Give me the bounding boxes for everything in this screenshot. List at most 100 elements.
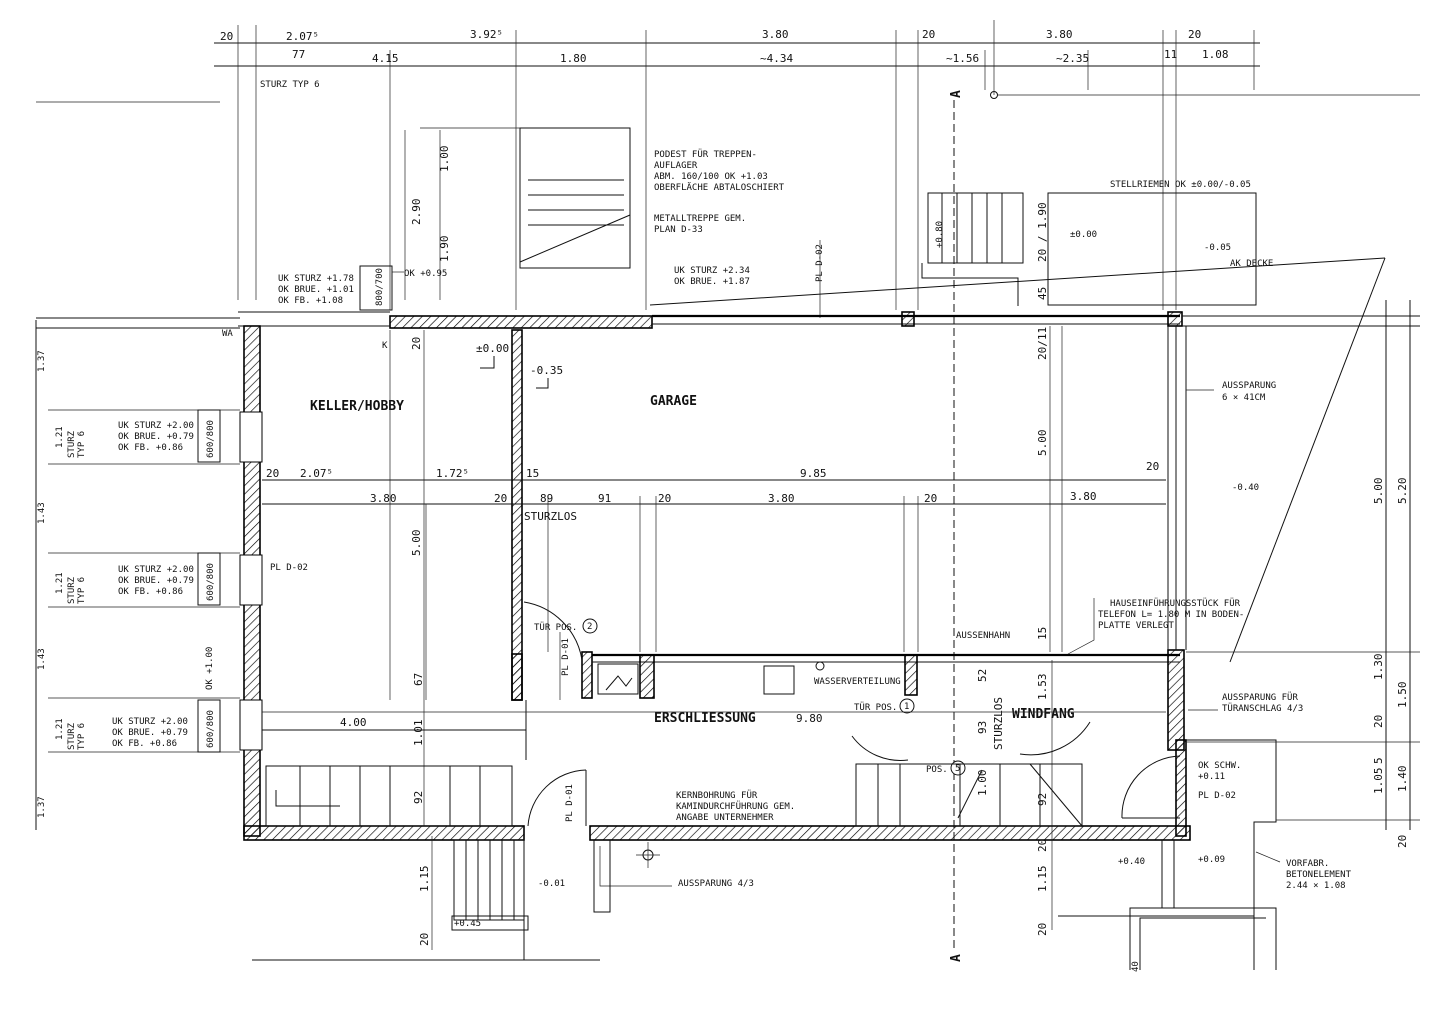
vdim: 1.15: [418, 866, 431, 893]
vorfabr-note: VORFABR.: [1286, 859, 1329, 869]
tuer-pos-label: TÜR POS.: [854, 702, 897, 713]
level-label: -0.40: [1232, 483, 1259, 493]
hdim-980: 9.80: [796, 712, 823, 725]
vdim: +0.80: [935, 221, 945, 248]
far-vdim: 1.50: [1396, 682, 1409, 709]
top-dimension-chain: 20 2.07⁵ 3.92⁵ 3.80 20 3.80 20 77 4.15 1…: [36, 25, 1260, 310]
ok-label: OK +0.95: [404, 269, 447, 279]
typ6-label: STURZ: [67, 722, 77, 750]
far-vdim: 20: [1372, 715, 1385, 728]
top-dim-text: 4.15: [372, 52, 399, 65]
hauseinfuehrung-note: TELEFON L= 1.80 M IN BODEN-: [1098, 610, 1244, 620]
vdim: 2.90: [410, 199, 423, 226]
hauseinfuehrung-note: PLATTE VERLEGT: [1098, 621, 1174, 631]
far-vdim: 1.05: [1372, 768, 1385, 795]
tuer-pos-number: 1: [904, 702, 909, 712]
top-annotations: STURZ TYP 6 1.00 2.90 1.90 PODEST FÜR TR…: [260, 80, 1386, 663]
room-erschliessung-label: ERSCHLIESSUNG: [654, 711, 756, 726]
pl-d01-label: PL D-01: [561, 638, 571, 676]
vdim: 1.15: [1036, 866, 1049, 893]
windfang-notes: HAUSEINFÜHRUNGSSTÜCK FÜR TELEFON L= 1.80…: [956, 598, 1303, 970]
aussparung-top-note: AUSSPARUNG: [1222, 381, 1276, 391]
metalltreppe-note: PLAN D-33: [654, 225, 703, 235]
top-dim-text: 11: [1164, 48, 1177, 61]
window-note: UK STURZ +2.00: [118, 421, 194, 431]
vdim: 92: [412, 791, 425, 804]
section-marker-top: A: [949, 90, 964, 98]
window-size: 800/700: [375, 268, 385, 306]
podest-note-line: PODEST FÜR TREPPEN-: [654, 149, 757, 160]
window-note: OK BRUE. +0.79: [118, 576, 194, 586]
typ6-label: TYP 6: [77, 723, 87, 750]
far-vdim: 5.00: [1372, 478, 1385, 505]
uk-sturz-note: OK FB. +1.08: [278, 296, 343, 306]
ok-schw-value: +0.11: [1198, 772, 1225, 782]
inner-dim: 3.80: [370, 492, 397, 505]
ok-100-label: OK +1.00: [205, 647, 215, 690]
typ6-label: 1.21: [55, 426, 65, 448]
inner-dim: 15: [526, 467, 539, 480]
vdim: 5.00: [1036, 430, 1049, 457]
room-garage-label: GARAGE: [650, 394, 697, 409]
bottom-notes: KERNBOHRUNG FÜR KAMINDURCHFÜHRUNG GEM. A…: [252, 790, 1352, 972]
window-note: OK FB. +0.86: [118, 443, 183, 453]
top-dim-text: 3.80: [762, 28, 789, 41]
vdim: 45: [1036, 287, 1049, 300]
inner-dim: 91: [598, 492, 611, 505]
inner-dim: 9.85: [800, 467, 827, 480]
inner-dim: 3.80: [768, 492, 795, 505]
stellriemen-note: STELLRIEMEN OK ±0.00/-0.05: [1110, 180, 1251, 190]
top-dim-text: 77: [292, 48, 305, 61]
podest-note-line: ABM. 160/100 OK +1.03: [654, 172, 768, 182]
hdim-400: 4.00: [340, 716, 367, 729]
far-vdim: 5.20: [1396, 478, 1409, 505]
aussenhahn-label: AUSSENHAHN: [956, 631, 1010, 641]
level-markers: ±0.00 -0.35 WA K AUSSPARUNG 6 × 41CM -0.…: [222, 329, 1276, 573]
window-size: 600/800: [206, 710, 216, 748]
kernbohrung-note: ANGABE UNTERNEHMER: [676, 813, 774, 823]
window-note: OK BRUE. +0.79: [112, 728, 188, 738]
inner-dimensions: 20 2.07⁵ 1.72⁵ 15 9.85 20 3.80 20 89 91 …: [262, 326, 1166, 950]
far-vdim: 1.30: [1372, 654, 1385, 681]
tuer-pos-number: 2: [587, 622, 592, 632]
inner-dim: 89: [540, 492, 553, 505]
left-vdim: 1.43: [37, 502, 47, 524]
inner-dim: 20: [1146, 460, 1159, 473]
vdim: 20: [1036, 839, 1049, 852]
left-vdim: 1.37: [37, 350, 47, 372]
vdim: 1.01: [412, 720, 425, 747]
top-dim-text: ~4.34: [760, 52, 793, 65]
inner-dim: 20: [266, 467, 279, 480]
top-dim-text: 20: [1188, 28, 1201, 41]
inner-dim: 1.72⁵: [436, 467, 469, 480]
sturzlos-label: STURZLOS: [524, 510, 577, 523]
wa-label: WA: [222, 329, 233, 339]
aussparung-bottom-note: AUSSPARUNG 4/3: [678, 879, 754, 889]
podest-note-line: OBERFLÄCHE ABTALOSCHIERT: [654, 182, 785, 193]
vdim: 1.00: [976, 770, 989, 797]
level-label: +0.40: [1118, 857, 1145, 867]
wall-top-left: [389, 315, 653, 329]
typ6-label: 1.21: [55, 718, 65, 740]
inner-dim: 3.80: [1070, 490, 1097, 503]
section-line-a: A A: [949, 20, 1420, 962]
wall-bottom-left: [243, 825, 525, 841]
inner-dim: 20: [494, 492, 507, 505]
far-vdim: 5: [1372, 757, 1385, 764]
window-note: UK STURZ +2.00: [112, 717, 188, 727]
level-label: -0.01: [538, 879, 565, 889]
k-mark: K: [382, 341, 388, 351]
top-dim-text: 1.08: [1202, 48, 1229, 61]
wall-right: [1167, 649, 1185, 751]
pl-d02-label-left: PL D-02: [270, 563, 308, 573]
level-label: +0.45: [454, 919, 481, 929]
vdim: 67: [412, 673, 425, 686]
level-label: ±0.00: [476, 342, 509, 355]
vdim: 1.00: [438, 146, 451, 173]
walls: [36, 311, 1420, 841]
vdim: 1.90: [438, 236, 451, 263]
sturz-typ-label: STURZ TYP 6: [260, 80, 320, 90]
vdim: 5.00: [410, 530, 423, 557]
window-note: UK STURZ +2.00: [118, 565, 194, 575]
